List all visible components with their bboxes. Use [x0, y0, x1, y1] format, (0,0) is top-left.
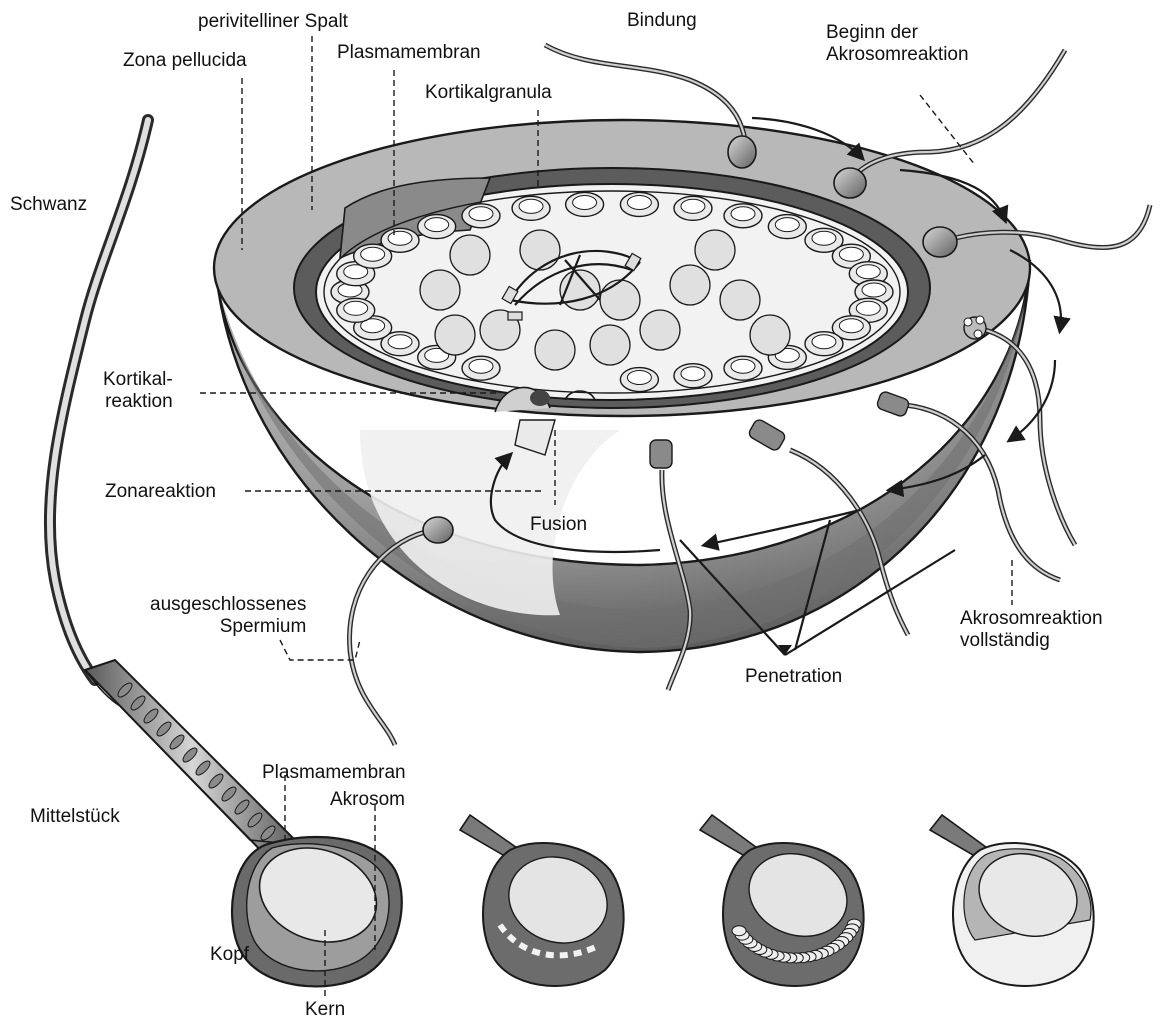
label-zona-pellucida: Zona pellucida: [123, 50, 247, 72]
label-zonareaktion: Zonareaktion: [105, 481, 216, 503]
label-plasmamembran-egg: Plasmamembran: [337, 42, 481, 64]
label-mittelstueck: Mittelstück: [30, 806, 120, 828]
label-schwanz: Schwanz: [10, 194, 87, 216]
head-stage-4: [930, 815, 1094, 986]
label-ausgeschlossenes-spermium: ausgeschlossenes Spermium: [150, 594, 306, 638]
label-fusion: Fusion: [530, 514, 587, 536]
label-kortikalreaktion: Kortikal- reaktion: [103, 369, 173, 413]
label-akrosom: Akrosom: [330, 789, 405, 811]
label-bindung: Bindung: [627, 10, 697, 32]
label-kern: Kern: [305, 999, 345, 1021]
label-kortikalgranula: Kortikalgranula: [425, 82, 552, 104]
label-kopf: Kopf: [210, 944, 249, 966]
head-stage-3: [700, 815, 864, 986]
label-penetration: Penetration: [745, 666, 842, 688]
label-beginn-akrosomreaktion: Beginn der Akrosomreaktion: [826, 22, 969, 66]
label-akrosomreaktion-vollstaendig: Akrosomreaktion vollständig: [960, 608, 1103, 652]
label-plasmamembran-sperm: Plasmamembran: [262, 762, 406, 784]
head-stage-2: [460, 815, 624, 986]
label-perivitelliner-spalt: perivitelliner Spalt: [198, 11, 348, 33]
